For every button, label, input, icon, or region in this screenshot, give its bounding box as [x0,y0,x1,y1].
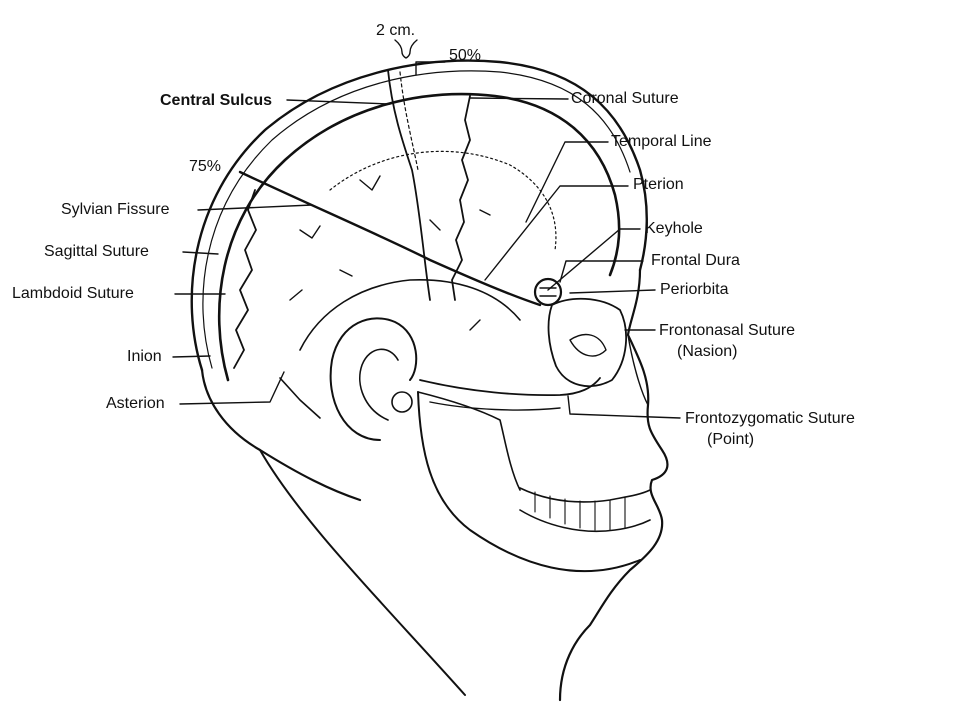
sylvian-fissure-line [238,170,542,307]
label-sylvian-fissure: Sylvian Fissure [61,201,170,218]
ear-canal [391,391,413,413]
label-pterion: Pterion [633,176,684,193]
coronal-suture-line [451,95,471,301]
keyhole-burr-detail [539,287,557,297]
label-periorbita: Periorbita [660,281,729,298]
central-sulcus-line [387,69,431,301]
zygomatic-arch-lower [429,401,561,411]
label-seventy-five-percent: 75% [189,158,222,175]
label-two-cm: 2 cm. [376,22,416,39]
label-frontal-dura: Frontal Dura [651,252,740,269]
neck-back [259,449,466,696]
cranium-outline [217,92,621,382]
label-point: (Point) [707,431,755,448]
face-profile [558,268,669,702]
label-coronal-suture: Coronal Suture [571,90,679,107]
leader-lines [172,39,681,419]
mandible [417,391,641,573]
ear-inner [359,348,399,421]
brain-texture [289,175,491,331]
label-temporal-line: Temporal Line [611,133,712,150]
ear-outer [329,317,418,441]
scalp-outline [190,59,648,372]
label-asterion: Asterion [106,395,165,412]
label-sagittal-suture: Sagittal Suture [44,243,149,260]
keyhole-burr [533,277,563,307]
label-frontozygomatic-suture: Frontozygomatic Suture [685,410,855,427]
mandible-ramus [417,391,521,491]
squamous-suture-line [299,278,521,351]
lower-teeth [519,509,651,533]
lambdoid-suture-line [233,189,257,369]
scalp-inner-outline [202,70,631,369]
label-lambdoid-suture: Lambdoid Suture [12,285,134,302]
nasal-bone [627,334,649,406]
label-fifty-percent: 50% [449,47,482,64]
asterion-suture [279,377,321,419]
orbit [547,297,627,388]
upper-teeth [519,487,651,503]
tooth-lines [534,491,626,531]
label-nasion: (Nasion) [677,343,738,360]
occiput-outline [200,368,362,502]
label-frontonasal-suture: Frontonasal Suture [659,322,796,339]
label-keyhole: Keyhole [645,220,703,237]
temporal-line-curve [329,150,557,251]
label-central-sulcus: Central Sulcus [160,92,273,109]
central-sulcus-line-2 [399,71,419,171]
zygomatic-arch [419,377,601,397]
orbit-inner [569,333,607,357]
label-inion: Inion [127,348,162,365]
